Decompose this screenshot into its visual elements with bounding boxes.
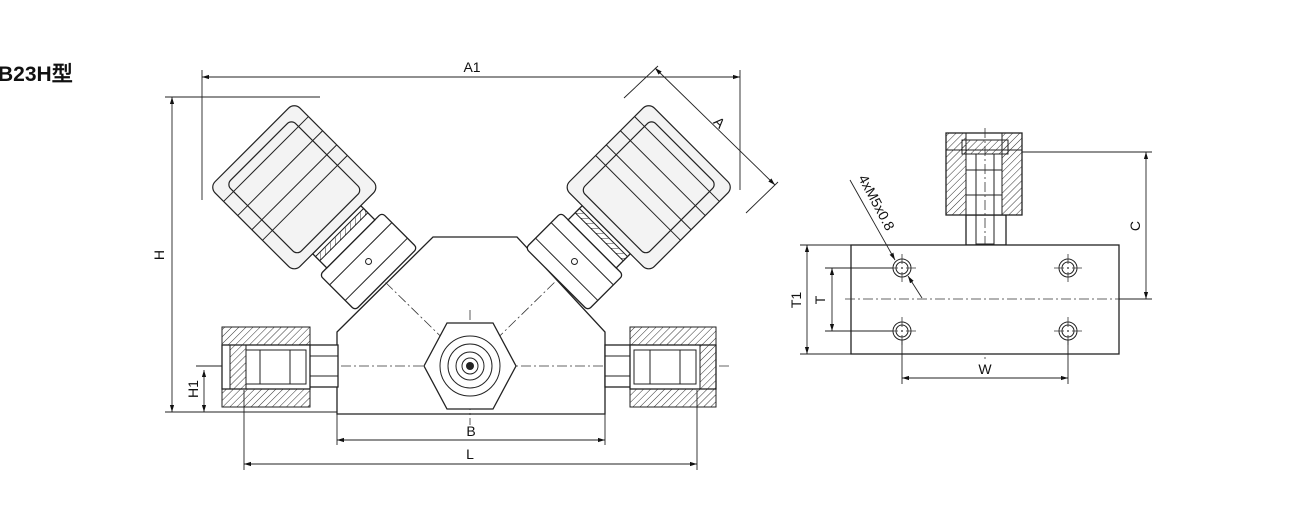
- label-h: H: [151, 250, 167, 260]
- label-thread: 4xM5x0.8: [855, 172, 898, 233]
- front-view: A1 A H H1 B: [151, 59, 779, 470]
- label-c: C: [1127, 221, 1143, 231]
- label-b: B: [466, 423, 475, 439]
- label-t: T: [812, 295, 828, 304]
- label-a: A: [711, 113, 729, 131]
- top-fitting: [945, 132, 1023, 246]
- dimension-l: L: [243, 390, 698, 470]
- dimension-h: H: [151, 96, 337, 413]
- label-t1: T1: [788, 292, 804, 309]
- label-w: W: [978, 361, 992, 377]
- left-port-fitting: [221, 326, 339, 408]
- dimension-h1: H1: [185, 365, 222, 412]
- center-hex-nut: [423, 322, 517, 410]
- dimension-b: B: [336, 414, 606, 445]
- mounting-block: [850, 244, 1120, 355]
- label-a1: A1: [463, 59, 480, 75]
- model-title: B23H型: [0, 63, 73, 86]
- dimension-c: C: [1022, 151, 1152, 300]
- label-h1: H1: [185, 380, 201, 398]
- dimension-w: W: [901, 340, 1069, 384]
- left-valve-handle: [212, 105, 417, 310]
- dimension-t: T: [812, 267, 893, 332]
- side-view: 4xM5x0.8 C T1 T W: [788, 128, 1152, 384]
- dimension-t1: T1: [788, 244, 851, 355]
- right-port-fitting: [604, 326, 717, 408]
- label-l: L: [466, 446, 474, 462]
